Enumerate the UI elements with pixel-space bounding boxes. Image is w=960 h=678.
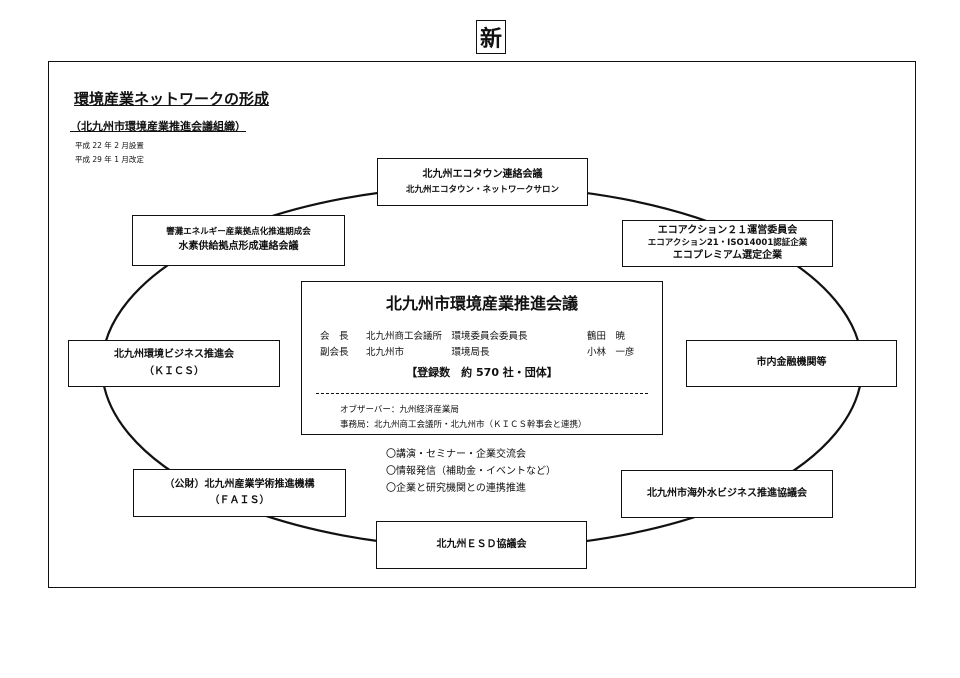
chair-name: 鶴田 暁 [587,331,626,342]
node-financial: 市内金融機関等 [686,340,897,387]
node-ecoaction21-line1: エコアクション２１運営委員会 [657,225,798,237]
secretariat-text: 事務局：北九州商工会議所・北九州市（ＫＩＣＳ幹事会と連携） [340,420,587,430]
page-title: 環境産業ネットワークの形成 [74,90,270,108]
node-ecoaction21-line2: エコアクション21・ISO14001認証企業 [647,237,808,248]
node-ecoaction21-line3: エコプレミアム選定企業 [672,250,783,262]
council-box: 北九州市環境産業推進会議 会 長 北九州商工会議所 環境委員会委員長 鶴田 暁 … [301,281,663,435]
node-ecoaction21: エコアクション２１運営委員会 エコアクション21・ISO14001認証企業 エコ… [622,220,833,267]
vice-chair-name: 小林 一彦 [587,347,635,358]
node-fais: （公財）北九州産業学術推進機構 （ＦＡＩＳ） [133,469,346,517]
node-kics-line1: 北九州環境ビジネス推進会 [114,349,234,360]
node-financial-line1: 市内金融機関等 [756,357,827,369]
node-ecotown-line1: 北九州エコタウン連絡会議 [422,168,543,180]
revised-note: 平成 29 年 1 月改定 [75,155,144,164]
node-fais-line1: （公財）北九州産業学術推進機構 [164,478,315,490]
vice-chair-role: 副会長 [320,347,349,358]
node-water-business: 北九州市海外水ビジネス推進協議会 [621,470,833,518]
dashed-divider [316,393,648,394]
page-subtitle: （北九州市環境産業推進会議組織） [70,120,246,133]
chair-role: 会 長 [320,331,349,342]
node-hibikinada-line1: 響灘エネルギー産業拠点化推進期成会 [166,227,311,238]
node-fais-line2: （ＦＡＩＳ） [209,495,270,506]
node-kics-line2: （ＫＩＣＳ） [144,365,204,377]
established-note: 平成 22 年 2 月設置 [75,141,144,150]
new-badge: 新 [476,20,506,54]
node-kics: 北九州環境ビジネス推進会 （ＫＩＣＳ） [68,340,280,387]
activity-item: 〇情報発信（補助金・イベントなど） [386,466,556,477]
vice-chair-org: 北九州市 環境局長 [366,347,490,358]
registration-count: 【登録数 約 570 社・団体】 [406,366,558,379]
node-ecotown: 北九州エコタウン連絡会議 北九州エコタウン・ネットワークサロン [377,158,588,206]
node-water-business-line1: 北九州市海外水ビジネス推進協議会 [647,487,807,499]
node-esd-line1: 北九州ＥＳＤ協議会 [436,538,527,550]
node-esd: 北九州ＥＳＤ協議会 [376,521,587,569]
diagram-frame [48,61,916,588]
chair-org: 北九州商工会議所 環境委員会委員長 [366,331,528,342]
node-hibikinada: 響灘エネルギー産業拠点化推進期成会 水素供給拠点形成連絡会議 [132,215,345,266]
node-hibikinada-line2: 水素供給拠点形成連絡会議 [178,241,299,253]
activity-item: 〇企業と研究機関との連携推進 [386,483,526,494]
node-ecotown-line2: 北九州エコタウン・ネットワークサロン [405,185,559,196]
activity-item: 〇講演・セミナー・企業交流会 [386,449,526,460]
council-heading: 北九州市環境産業推進会議 [385,294,578,313]
observer-text: オブザーバー：九州経済産業局 [340,405,459,415]
